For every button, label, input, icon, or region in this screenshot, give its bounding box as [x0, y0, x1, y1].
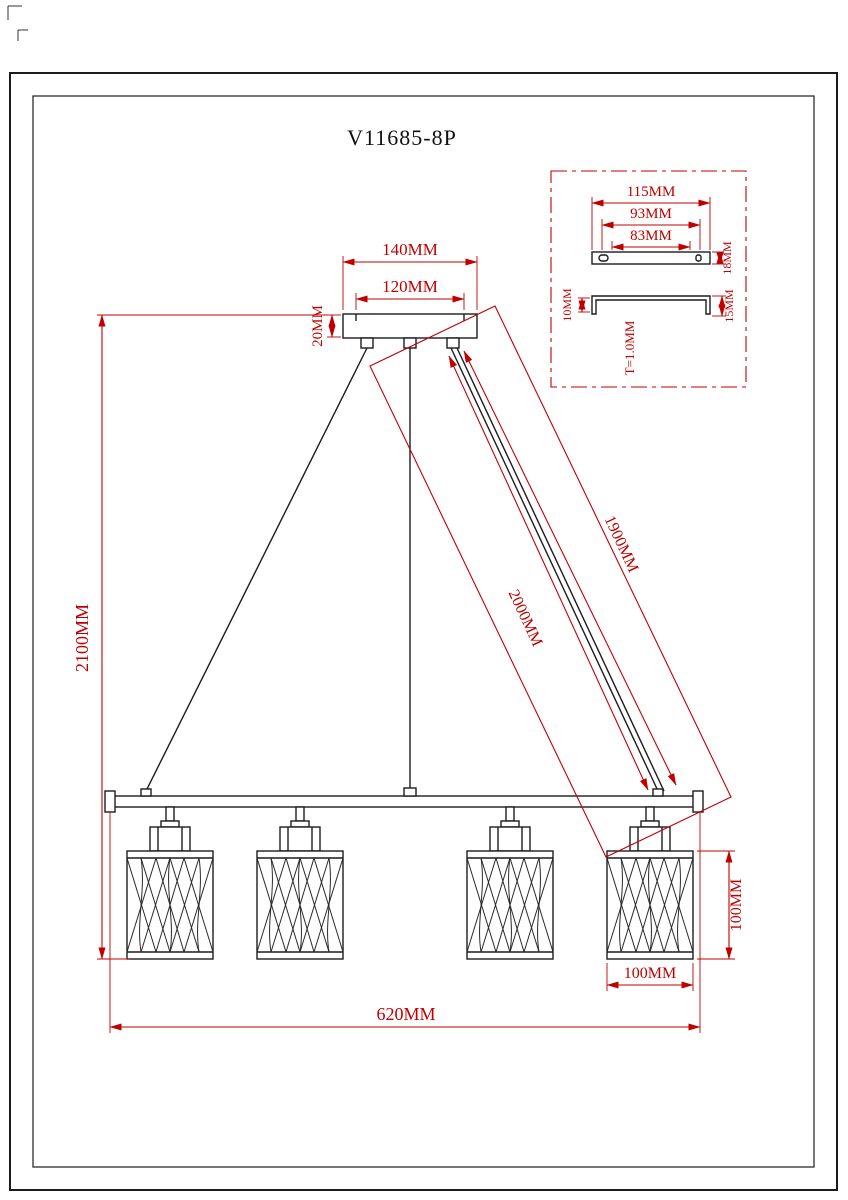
- chandelier-drawing: [104, 313, 704, 960]
- detail-width-83-label: 83MM: [630, 228, 672, 244]
- dim-shade-width-label: 100MM: [624, 965, 676, 982]
- detail-height-15-label: 15MM: [722, 289, 736, 323]
- ceiling-canopy: [342, 313, 478, 349]
- dim-canopy-inner-label: 120MM: [382, 277, 438, 296]
- crystal-shades: [126, 850, 694, 960]
- suspension-cables: [145, 347, 665, 792]
- page-title: V11685-8P: [347, 125, 457, 150]
- dim-cable-1900-label: 1900MM: [601, 513, 642, 575]
- dim-overall-height-label: 2100MM: [72, 604, 92, 672]
- bracket-plate-profile: [591, 251, 711, 265]
- channel-profile: [591, 295, 711, 315]
- lamp-shade: [126, 850, 214, 960]
- corner-marks: [7, 5, 28, 41]
- detail-width-93-label: 93MM: [630, 206, 672, 222]
- detail-thickness-label: T=1.0MM: [622, 320, 637, 375]
- cable-dimension-band: [369, 305, 732, 858]
- detail-width-115-label: 115MM: [627, 184, 676, 200]
- page-border: [9, 72, 838, 1191]
- dim-canopy-height-label: 20MM: [310, 305, 326, 347]
- dim-canopy-width-label: 140MM: [382, 240, 438, 259]
- lamp-shade: [466, 850, 554, 960]
- detail-border: [550, 170, 747, 388]
- lamp-shade: [606, 850, 694, 960]
- dim-shade-height-label: 100MM: [728, 879, 745, 931]
- detail-height-10-label: 10MM: [560, 288, 574, 322]
- dimension-annotations: 140MM 120MM 20MM 2100MM 2000MM 1900MM 62…: [72, 240, 745, 1033]
- dim-overall-width-label: 620MM: [376, 1004, 435, 1024]
- frame-bar: [104, 787, 704, 813]
- lamp-shade: [256, 850, 344, 960]
- dim-cable-2000-label: 2000MM: [505, 587, 546, 649]
- detail-height-18-label: 18MM: [720, 241, 734, 275]
- mounting-bracket-detail: 115MM 93MM 83MM 18MM 10MM 15MM T=1.0MM: [550, 170, 747, 388]
